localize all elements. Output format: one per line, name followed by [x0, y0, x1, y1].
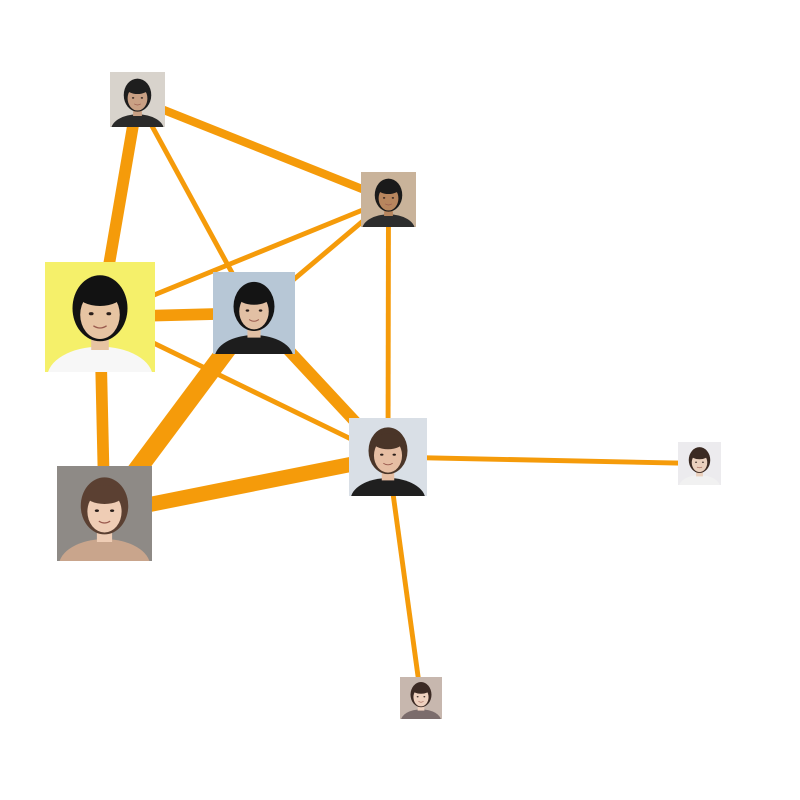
node-n2[interactable] [361, 172, 416, 245]
mouth-shape [383, 462, 393, 466]
fringe-shape [78, 284, 122, 306]
mouth-shape [134, 103, 141, 106]
person-photo-icon [45, 262, 155, 372]
node-layer [45, 72, 721, 733]
left-eye-shape [382, 197, 386, 199]
edge-n5-n7 [387, 454, 700, 466]
edge-n2-n5 [385, 199, 391, 458]
person-photo-icon [678, 442, 721, 485]
left-eye-shape [88, 312, 94, 316]
right-eye-shape [701, 461, 704, 463]
left-eye-shape [245, 309, 250, 312]
left-eye-shape [695, 461, 698, 463]
right-eye-shape [106, 312, 112, 316]
right-eye-shape [391, 197, 395, 199]
fringe-shape [412, 685, 430, 694]
mouth-shape [696, 466, 703, 469]
person-photo-icon [361, 172, 416, 227]
shirt-shape [215, 335, 293, 354]
right-eye-shape [110, 509, 115, 512]
shirt-shape [362, 214, 415, 227]
person-photo-icon [213, 272, 295, 354]
edge-n1-n2 [135, 95, 391, 204]
node-n1[interactable] [110, 72, 165, 145]
person-photo-icon [400, 677, 442, 719]
left-eye-shape [94, 509, 99, 512]
shirt-shape [679, 475, 720, 485]
right-eye-shape [140, 97, 144, 99]
mouth-shape [93, 325, 107, 329]
edge-n5-n8 [385, 456, 424, 699]
shirt-shape [401, 709, 441, 719]
mouth-shape [418, 701, 424, 703]
fringe-shape [377, 183, 400, 194]
person-photo-icon [110, 72, 165, 127]
shirt-shape [351, 478, 425, 496]
shirt-shape [48, 346, 152, 372]
left-eye-shape [380, 453, 384, 456]
fringe-shape [237, 288, 271, 305]
node-n5[interactable] [349, 418, 427, 522]
left-eye-shape [416, 696, 419, 698]
fringe-shape [372, 433, 404, 450]
left-eye-shape [131, 97, 135, 99]
mouth-shape [248, 319, 260, 322]
shirt-shape [59, 539, 150, 561]
node-n7[interactable] [678, 442, 721, 499]
mouth-shape [98, 520, 111, 524]
node-n4[interactable] [213, 272, 295, 381]
right-eye-shape [258, 309, 263, 312]
right-eye-shape [423, 696, 426, 698]
fringe-shape [126, 83, 149, 94]
fringe-shape [85, 485, 124, 504]
node-n6[interactable] [57, 466, 152, 592]
node-n8[interactable] [400, 677, 442, 733]
shirt-shape [111, 114, 164, 127]
person-photo-icon [57, 466, 152, 561]
fringe-shape [690, 450, 709, 460]
right-eye-shape [392, 453, 396, 456]
person-photo-icon [349, 418, 427, 496]
mouth-shape [385, 203, 392, 206]
node-n3[interactable] [45, 262, 155, 408]
